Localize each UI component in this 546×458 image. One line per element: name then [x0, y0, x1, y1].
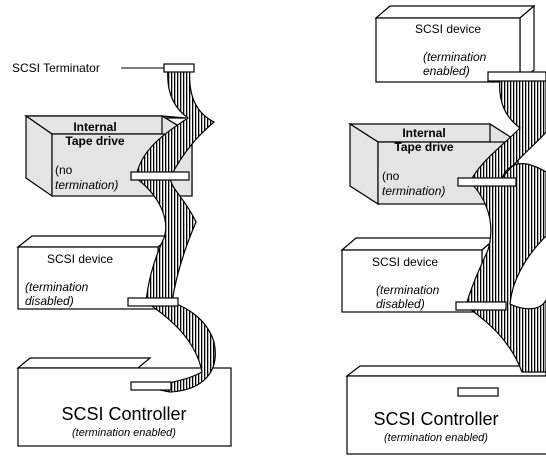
right-device-title: SCSI device	[372, 255, 438, 269]
left-tape-title-1: Internal	[73, 120, 116, 134]
left-controller-title: SCSI Controller	[61, 404, 186, 424]
left-device-title: SCSI device	[47, 252, 113, 266]
scsi-terminator-label: SCSI Terminator	[12, 61, 100, 75]
right-scsi-controller: SCSI Controller (termination enabled)	[345, 365, 546, 455]
left-device-note-2: disabled)	[25, 294, 74, 308]
right-device-note-2: disabled)	[376, 297, 425, 311]
right-top-scsi-device: SCSI device (termination enabled)	[374, 4, 536, 84]
right-top-device-note-2: enabled)	[423, 64, 470, 78]
left-configuration: SCSI Controller (termination enabled) SC…	[12, 61, 232, 447]
right-device-note-1: (termination	[376, 283, 440, 297]
right-controller-connector	[457, 387, 499, 397]
right-tape-note-2: termination)	[382, 184, 445, 198]
right-configuration: SCSI Controller (termination enabled) SC…	[340, 4, 546, 455]
right-tape-connector	[457, 177, 517, 187]
right-ribbon-cable	[455, 71, 546, 397]
scsi-terminator-callout: SCSI Terminator	[12, 61, 164, 75]
left-terminator-connector	[163, 63, 195, 73]
right-top-device-note-1: (termination	[423, 50, 487, 64]
right-controller-note: (termination enabled)	[384, 432, 488, 444]
left-ribbon-cable	[127, 63, 216, 393]
right-top-device-connector	[487, 71, 546, 82]
left-tape-note-2: termination)	[55, 178, 118, 192]
right-tape-note-1: (no	[382, 169, 400, 183]
left-controller-note: (termination enabled)	[72, 427, 176, 439]
left-scsi-controller: SCSI Controller (termination enabled)	[16, 357, 232, 447]
left-device-note-1: (termination	[25, 280, 89, 294]
left-tape-connector	[130, 171, 190, 181]
left-tape-title-2: Tape drive	[65, 134, 124, 148]
right-tape-title-1: Internal	[402, 126, 445, 140]
left-controller-connector	[130, 381, 172, 391]
right-device-connector	[455, 301, 507, 311]
right-tape-title-2: Tape drive	[394, 140, 453, 154]
left-device-connector	[127, 297, 179, 307]
left-tape-note-1: (no	[55, 163, 73, 177]
right-controller-title: SCSI Controller	[373, 409, 498, 429]
right-top-device-title: SCSI device	[415, 22, 481, 36]
